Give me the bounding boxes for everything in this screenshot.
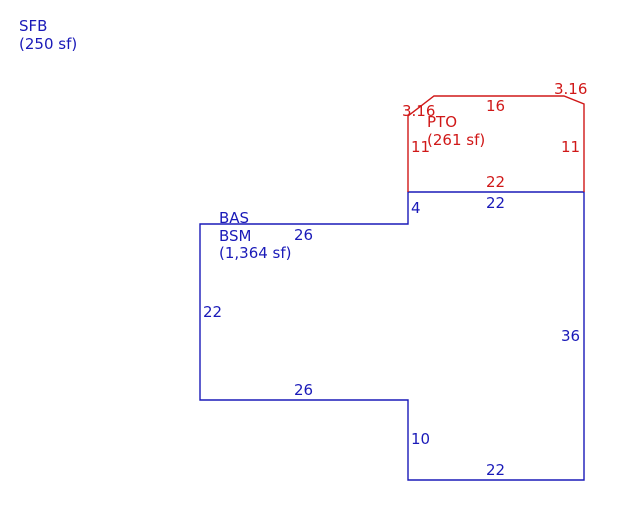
- dim-main-bottom-left: 26: [294, 381, 313, 399]
- dim-main-step-bottom: 10: [411, 430, 430, 448]
- dim-main-right: 36: [561, 327, 580, 345]
- dim-patio-corner-left: 3.16: [402, 102, 435, 120]
- sfb-area-label: (250 sf): [19, 35, 77, 53]
- main-area-outline: [199, 191, 585, 481]
- main-code-label: BAS: [219, 209, 249, 227]
- dim-main-left: 22: [203, 303, 222, 321]
- dim-patio-left: 11: [411, 138, 430, 156]
- dim-patio-bottom: 22: [486, 173, 505, 191]
- patio-area-label: (261 sf): [427, 131, 485, 149]
- patio-code-label: PTO: [427, 113, 457, 131]
- main-area-label: (1,364 sf): [219, 244, 292, 262]
- dim-main-step-left: 4: [411, 199, 421, 217]
- dim-main-bottom-right: 22: [486, 461, 505, 479]
- dim-main-top-left: 26: [294, 226, 313, 244]
- dim-patio-right: 11: [561, 138, 580, 156]
- sfb-code-label: SFB: [19, 17, 47, 35]
- patio-area-outline: [407, 95, 585, 192]
- dim-main-top-right: 22: [486, 194, 505, 212]
- dim-patio-top: 16: [486, 97, 505, 115]
- dim-patio-corner-right: 3.16: [554, 80, 587, 98]
- main-code2-label: BSM: [219, 227, 252, 245]
